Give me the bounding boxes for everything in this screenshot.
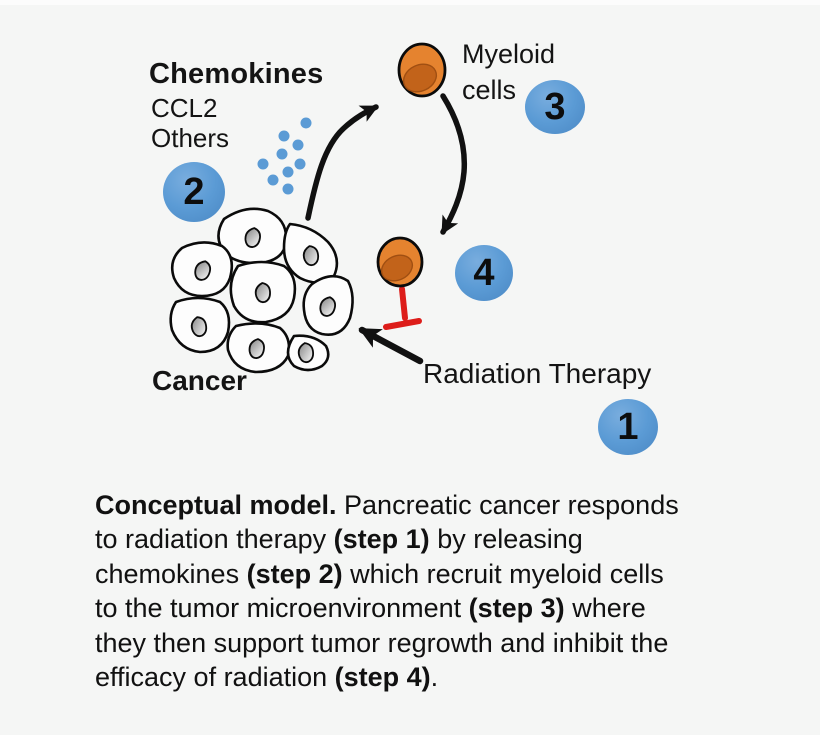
caption-bold-segment: (step 3) bbox=[468, 593, 565, 624]
chemokine-dot bbox=[294, 158, 306, 170]
caption-text-segment: by releasing bbox=[429, 524, 583, 555]
caption-line: to radiation therapy (step 1) by releasi… bbox=[95, 522, 785, 556]
chemokine-dot bbox=[278, 130, 290, 142]
step-badge-2: 2 bbox=[163, 162, 225, 222]
caption-line: they then support tumor regrowth and inh… bbox=[95, 626, 785, 660]
chemokine-dot bbox=[267, 174, 279, 186]
caption-text-segment: they then support tumor regrowth and inh… bbox=[95, 627, 669, 658]
chemokine-dot bbox=[257, 158, 269, 170]
caption-line: Conceptual model. Pancreatic cancer resp… bbox=[95, 488, 785, 522]
caption-text-segment: which recruit myeloid cells bbox=[342, 558, 664, 589]
caption-bold-segment: (step 1) bbox=[333, 524, 430, 555]
caption-text-segment: chemokines bbox=[95, 558, 247, 589]
inhibition-stem bbox=[399, 286, 408, 321]
arrow-radiation-to-cancer bbox=[358, 326, 424, 365]
others-label: Others bbox=[151, 123, 230, 153]
myeloid-cells-label: Myeloid cells bbox=[462, 39, 556, 105]
step-badge-3: 3 bbox=[525, 80, 585, 134]
chemokine-dot bbox=[292, 139, 304, 151]
myeloid-cell-at-tumor bbox=[376, 236, 424, 288]
caption-text-segment: to radiation therapy bbox=[95, 524, 334, 555]
cancer-cell-nuclei bbox=[190, 227, 336, 364]
cell-nucleus bbox=[248, 338, 265, 359]
caption-line: chemokines (step 2) which recruit myeloi… bbox=[95, 557, 785, 591]
cell-nucleus bbox=[254, 282, 271, 304]
cancer-label: Cancer bbox=[152, 365, 247, 396]
chemokines-label: Chemokines bbox=[149, 58, 324, 90]
top-edge-strip bbox=[0, 0, 820, 5]
caption-bold-segment: Conceptual model. bbox=[95, 490, 337, 520]
radiation-therapy-label: Radiation Therapy bbox=[423, 358, 652, 389]
chemokine-dot bbox=[282, 166, 294, 178]
caption-bold-segment: (step 2) bbox=[246, 558, 343, 589]
inhibition-tbar bbox=[383, 286, 422, 330]
caption-text-segment: to the tumor microenvironment bbox=[95, 593, 469, 624]
caption-text-segment: where bbox=[564, 593, 646, 624]
myeloid-cell-nucleus bbox=[402, 63, 438, 93]
chemokine-dot bbox=[300, 117, 312, 129]
arrow-cancer-to-myeloid bbox=[305, 104, 379, 221]
inhibition-crossbar bbox=[383, 318, 422, 330]
caption-line: efficacy of radiation (step 4). bbox=[95, 660, 785, 694]
caption-text-segment: efficacy of radiation bbox=[95, 662, 335, 693]
chemokine-dot bbox=[276, 148, 288, 160]
cell-nucleus bbox=[297, 342, 315, 364]
cell-nucleus bbox=[194, 260, 212, 281]
myeloid-cell-nucleus bbox=[380, 254, 414, 282]
caption-text-segment: Pancreatic cancer responds bbox=[336, 490, 679, 520]
diagram-graphics bbox=[169, 42, 468, 374]
ccl2-label: CCL2 bbox=[151, 93, 218, 123]
arrow-myeloid-to-tumor bbox=[440, 93, 468, 235]
cell-nucleus bbox=[190, 316, 208, 338]
caption-bold-segment: (step 4) bbox=[334, 662, 431, 693]
chemokine-dots bbox=[257, 117, 312, 195]
cell-nucleus bbox=[244, 227, 261, 248]
caption-line: to the tumor microenvironment (step 3) w… bbox=[95, 591, 785, 625]
chemokine-dot bbox=[282, 183, 294, 195]
myeloid-cell-top bbox=[397, 42, 447, 98]
caption-text-segment: . bbox=[430, 662, 439, 693]
step-badge-1: 1 bbox=[598, 399, 658, 455]
cell-nucleus bbox=[302, 245, 320, 267]
cell-nucleus bbox=[319, 296, 336, 317]
step-badge-4: 4 bbox=[455, 245, 513, 301]
figure-caption: Conceptual model. Pancreatic cancer resp… bbox=[95, 488, 785, 694]
